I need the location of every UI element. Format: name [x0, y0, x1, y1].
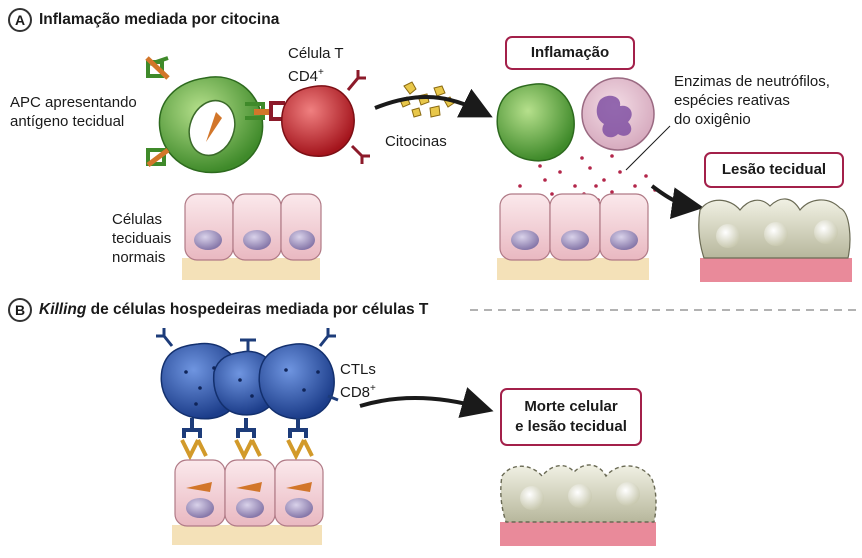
inflamed-tissue-cells — [497, 193, 649, 280]
activated-macrophage — [496, 83, 575, 162]
arrow-to-injury — [650, 184, 704, 220]
apc-label: APC apresentando antígeno tecidual — [10, 94, 137, 130]
cd8-ctl-cells — [156, 328, 339, 420]
section-b-title-italic: Killing — [39, 301, 87, 318]
section-b-badge: B — [8, 298, 32, 322]
injured-tissue — [698, 198, 852, 282]
apc-mhc-receptor-bottom — [146, 148, 170, 167]
enzymes-pointer-line — [625, 125, 671, 171]
cd4-t-cell — [281, 70, 370, 164]
target-tissue-cells — [172, 459, 324, 545]
cell-death-box: Morte celular e lesão tecidual — [500, 388, 642, 446]
normal-tissue-cells — [182, 193, 322, 280]
normal-cells-label: Células teciduais normais — [112, 211, 172, 266]
arrow-cytokines — [374, 88, 493, 118]
section-b-header: B Killing de células hospedeiras mediada… — [8, 298, 428, 322]
section-b-title-rest: de células hospedeiras mediada por célul… — [86, 301, 429, 318]
section-a-title: Inflamação mediada por citocina — [39, 11, 280, 28]
section-a-badge: A — [8, 8, 32, 32]
apc-mhc-receptor-top — [145, 56, 170, 80]
neutrophil — [581, 77, 655, 151]
tissue-injury-box: Lesão tecidual — [704, 152, 844, 188]
cytokine-particles — [399, 81, 455, 118]
cytokines-label: Citocinas — [385, 133, 447, 150]
cd8-ctl-label: CTLs CD8+ — [340, 361, 376, 401]
dead-tissue — [500, 464, 657, 546]
inflammation-box: Inflamação — [505, 36, 635, 70]
apc-cell — [158, 76, 264, 174]
enzymes-label: Enzimas de neutrófilos, espécies reativa… — [674, 73, 830, 128]
cd4-t-cell-label: Célula T CD4+ — [288, 45, 344, 85]
arrow-to-cell-death — [359, 387, 494, 418]
mhc-tcr-synapse — [245, 101, 285, 121]
ctl-tcr-mhc-contacts — [180, 418, 314, 461]
section-a-header: A Inflamação mediada por citocina — [8, 8, 279, 32]
